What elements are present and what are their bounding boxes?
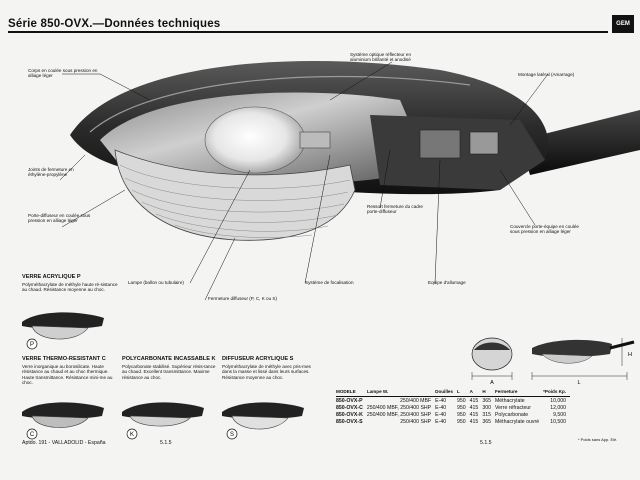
cell-a: 415 <box>469 419 479 426</box>
cell-douille: E-40 <box>435 397 447 404</box>
variant-c-title: VERRE THERMO-RESISTANT C <box>22 356 106 362</box>
variant-p-text: Polyméthacrylate de méthyle haute ré-sis… <box>22 282 118 293</box>
variant-k-illustration: K <box>122 402 204 440</box>
dim-label-l: L <box>577 380 580 386</box>
dimension-drawing: A L H <box>471 337 635 386</box>
footer-page-left: 5.1.5 <box>160 440 172 446</box>
callout-focalisation: Système de focalisation <box>305 280 354 285</box>
spec-table: MODELE Lampe W. Douilles L A H Fermeture… <box>336 389 571 426</box>
cell-model: 850-OVX-P <box>336 397 363 404</box>
variant-c-letter-icon: C <box>30 432 35 438</box>
col-modele: MODELE <box>336 389 367 397</box>
cell-l: 950 <box>457 397 466 404</box>
cell-h: 300 <box>482 404 491 411</box>
lamp-bulb <box>204 106 306 174</box>
callout-lampe: Lampe (ballon ou tubulaire) <box>128 280 184 285</box>
col-douilles: Douilles <box>435 389 457 397</box>
col-l: L <box>457 389 470 397</box>
cell-lampe: 250/400 SHP <box>400 419 432 426</box>
ignitor <box>469 131 499 155</box>
footer-page-right: 5.1.5 <box>480 440 492 446</box>
cell-l: 950 <box>457 419 466 426</box>
table-row: 850-OVX-S 250/400 SHP E-40 950 415 365 M… <box>336 419 570 426</box>
cell-lampe: 250/400 MBF, 250/400 SHP <box>366 404 432 411</box>
cell-h: 365 <box>482 397 491 404</box>
callout-ressort: Ressort fermeture du cadre porte-diffuse… <box>367 204 423 215</box>
luminaire-cutaway-illustration <box>59 61 640 300</box>
cell-a: 415 <box>469 404 479 411</box>
variant-s-text: Polyméthacrylate de méthyle avec pris-me… <box>222 364 311 380</box>
table-footnote: * Poids sans App. Elé. <box>578 437 618 442</box>
cell-fermeture: Verre réfracteur <box>494 404 532 411</box>
dim-label-h: H <box>628 352 632 358</box>
footer-address: Aptdo. 191 - VALLADOLID - España <box>22 440 106 446</box>
variant-s-illustration: S <box>222 402 304 440</box>
cell-douille: E-40 <box>435 419 447 426</box>
cell-model: 850-OVX-K <box>336 411 363 418</box>
cell-model: 850-OVX-S <box>336 419 363 426</box>
callout-porte-diffuseur: Porte-diffuseur en coulée sous pression … <box>28 213 91 224</box>
table-row: 850-OVX-P 250/400 MBF E-40 950 415 365 M… <box>336 397 570 405</box>
cell-lampe: 250/400 MBF, 250/400 SHP <box>366 411 432 418</box>
callout-equipe: Equipe d'allumage <box>428 280 466 285</box>
callout-fermeture: Fermeture diffuseur (P, C, K ou S) <box>208 296 278 301</box>
spec-table-header-row: MODELE Lampe W. Douilles L A H Fermeture… <box>336 389 571 397</box>
cell-l: 950 <box>457 411 466 418</box>
cell-a: 415 <box>469 411 479 418</box>
callout-joints: Joints de fermeture en éthylène-propylèn… <box>28 167 74 178</box>
cell-l: 950 <box>457 404 466 411</box>
col-lampe: Lampe W. <box>366 389 436 397</box>
variant-p-title: VERRE ACRYLIQUE P <box>22 274 81 280</box>
variant-s-title: DIFFUSEUR ACRYLIQUE S <box>222 356 294 362</box>
lamp-socket <box>299 131 331 149</box>
col-a: A <box>469 389 483 397</box>
variant-p-illustration: P <box>22 312 104 350</box>
variant-p-letter-icon: P <box>30 342 34 348</box>
cell-model: 850-OVX-C <box>336 404 363 411</box>
title-rule <box>8 31 608 33</box>
callout-couvercle: Couvercle porte-équipe en coulée sous pr… <box>510 224 579 235</box>
variant-c-illustration: C <box>22 402 104 440</box>
col-fermeture: Fermeture <box>494 389 544 397</box>
company-logo: GEM <box>612 15 634 33</box>
cell-h: 315 <box>482 411 491 418</box>
cell-fermeture: Polycarbonate <box>494 411 529 418</box>
dim-label-a: A <box>490 380 494 386</box>
cell-h: 365 <box>482 419 491 426</box>
mounting-arm <box>520 110 640 175</box>
diffuser-bowl <box>114 149 356 241</box>
callout-montage: Montage latéral (Amarrage) <box>518 72 575 77</box>
table-row: 850-OVX-C 250/400 MBF, 250/400 SHP E-40 … <box>336 404 570 411</box>
variant-k-title: POLYCARBONATE INCASSABLE K <box>122 356 216 362</box>
cell-poids: 12,000 <box>550 404 567 411</box>
col-poids: *Poids Kp. <box>543 389 571 397</box>
variant-k-letter-icon: K <box>130 432 134 438</box>
table-row: 850-OVX-K 250/400 MBF, 250/400 SHP E-40 … <box>336 411 570 418</box>
cell-douille: E-40 <box>435 411 447 418</box>
cell-a: 415 <box>469 397 479 404</box>
callout-corps: Corps en coulée sous pression en alliage… <box>28 68 98 79</box>
variant-k-text: Polycarbonate stabilisé. Supérieur résis… <box>122 364 216 380</box>
ballast <box>419 129 461 159</box>
variant-c-text: Verre inorganique au borosilicate. Haute… <box>22 364 113 386</box>
cell-poids: 9,500 <box>553 411 567 418</box>
cell-fermeture: Méthacrylate ouvré <box>494 419 540 426</box>
cell-fermeture: Méthacrylate <box>494 397 525 404</box>
cell-lampe: 250/400 MBF <box>399 397 432 404</box>
cell-poids: 10,000 <box>550 397 567 404</box>
page-title: Série 850-OVX.—Données techniques <box>8 18 221 30</box>
cell-douille: E-40 <box>435 404 447 411</box>
col-h: H <box>482 389 495 397</box>
cell-poids: 10,500 <box>550 419 567 426</box>
callout-systeme-optique: Système optique réflecteur en aluminium … <box>350 52 412 63</box>
variant-s-letter-icon: S <box>230 432 234 438</box>
